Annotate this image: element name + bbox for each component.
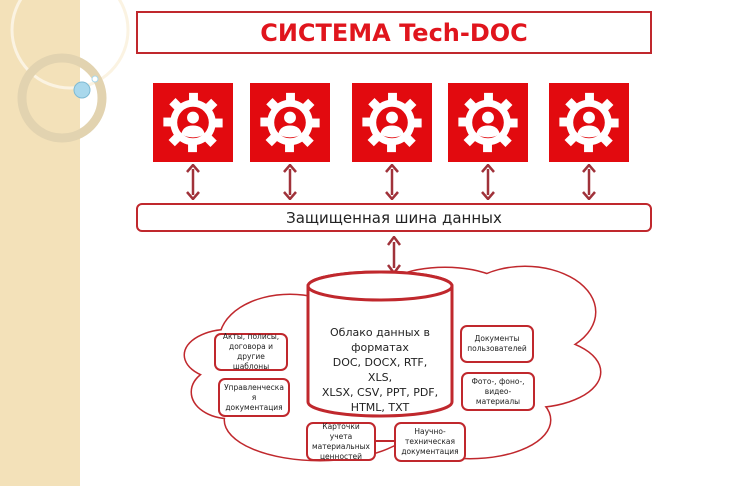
- cloud-line: форматах: [351, 341, 409, 354]
- bidirectional-arrow-icon: [480, 163, 496, 204]
- cloud-line: DOC, DOCX, RTF, XLS,: [332, 356, 428, 384]
- box-acts: Акты, полисы, договора и другие шаблоны: [214, 332, 288, 371]
- gear-user-icon: [448, 83, 528, 162]
- cloud-line: HTML, TXT: [350, 401, 410, 414]
- bidirectional-arrow-icon: [581, 163, 597, 204]
- cloud-line: Облако данных в: [330, 326, 430, 339]
- bidirectional-arrow-icon: [282, 163, 298, 204]
- bidirectional-arrow-icon: [384, 163, 400, 204]
- gear-user-icon: [549, 83, 629, 162]
- gear-user-icon: [153, 83, 233, 162]
- box-asset-cards: Карточки учета материальных ценностей: [306, 422, 376, 461]
- cloud-line: XLSX, CSV, PPT, PDF,: [321, 386, 439, 399]
- page-title: СИСТЕМА Tech-DOC: [136, 11, 652, 54]
- gear-user-icon: [250, 83, 330, 162]
- decorative-side-panel: [0, 0, 130, 486]
- gear-user-icon: [352, 83, 432, 162]
- box-media: Фото-, фоно-, видео-материалы: [461, 372, 535, 411]
- bidirectional-arrow-icon: [185, 163, 201, 204]
- cloud-center-label: Облако данных в форматах DOC, DOCX, RTF,…: [320, 325, 440, 415]
- box-management-docs: Управленческа я документация: [218, 378, 290, 417]
- box-user-docs: Документы пользователей: [460, 325, 534, 363]
- secure-data-bus: Защищенная шина данных: [136, 203, 652, 232]
- box-science-docs: Научно-техническая документация: [394, 422, 466, 462]
